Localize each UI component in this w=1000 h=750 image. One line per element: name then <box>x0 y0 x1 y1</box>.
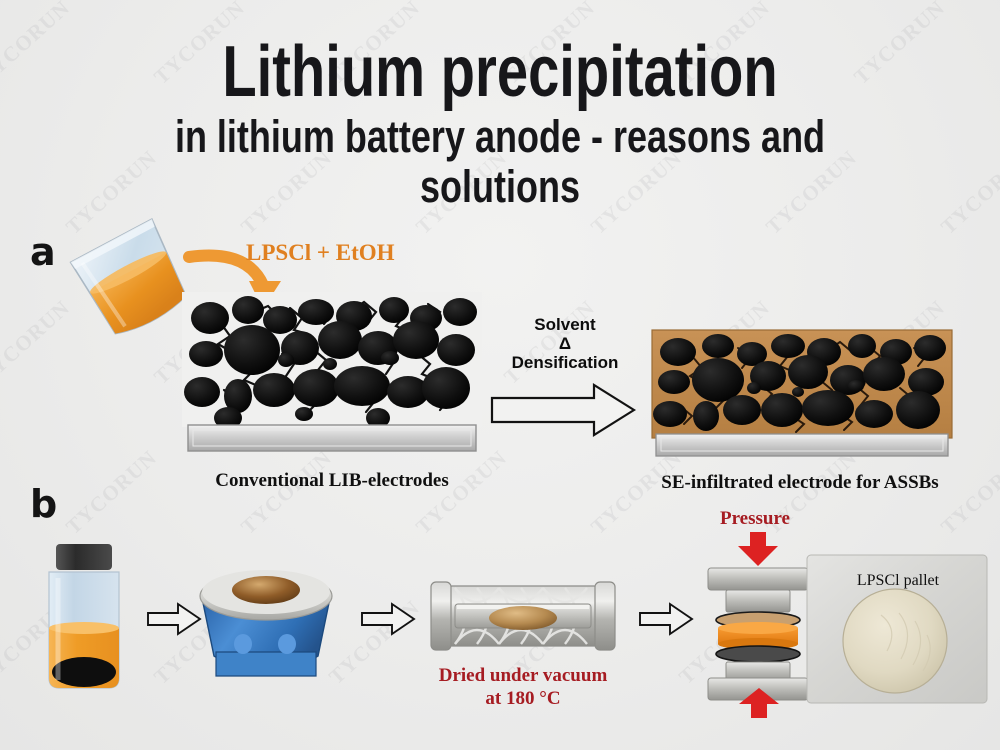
drying-label-line1: Dried under vacuum <box>438 665 608 686</box>
panel-b-letter: b <box>30 482 58 526</box>
drying-label-line2: at 180 °C <box>485 688 561 709</box>
se-infiltrated-electrode-graphic <box>651 329 953 439</box>
lpscl-pellet-photo <box>806 554 988 704</box>
watermark-text: TYCORUN <box>936 745 1000 750</box>
hydraulic-press-graphic <box>700 530 816 701</box>
title-block: Lithium precipitation in lithium battery… <box>0 34 1000 212</box>
se-electrode-caption: SE-infiltrated electrode for ASSBs <box>661 472 939 493</box>
page-subtitle: in lithium battery anode - reasons and s… <box>174 111 826 212</box>
reagent-label: LPSCl + EtOH <box>246 240 395 265</box>
watermark-text: TYCORUN <box>236 745 337 750</box>
process-label-densification: Densification <box>511 353 619 372</box>
watermark-text: TYCORUN <box>236 445 337 539</box>
pellet-mold-graphic <box>186 552 346 682</box>
conventional-electrode-caption: Conventional LIB-electrodes <box>215 470 449 491</box>
step-arrow-1-icon <box>146 602 202 636</box>
beaker-pouring <box>62 217 242 349</box>
reagent-bottle-graphic <box>36 540 132 692</box>
conventional-electrode-graphic <box>182 292 482 429</box>
pellet-photo-label: LPSCl pallet <box>856 572 940 589</box>
panel-a-letter: a <box>30 230 56 274</box>
process-label-solvent: Solvent <box>534 315 596 334</box>
watermark-text: TYCORUN <box>61 745 162 750</box>
watermark-text: TYCORUN <box>586 745 687 750</box>
step-arrow-2-icon <box>360 602 416 636</box>
step-arrow-3-icon <box>638 602 694 636</box>
pressure-label: Pressure <box>719 508 790 529</box>
watermark-text: TYCORUN <box>411 745 512 750</box>
page-title: Lithium precipitation <box>222 32 778 112</box>
process-label-delta: Δ <box>558 334 572 353</box>
densification-arrow-icon <box>490 382 638 438</box>
vacuum-oven-graphic <box>425 578 621 654</box>
watermark-text: TYCORUN <box>411 445 512 539</box>
pressure-arrow-bottom-icon <box>738 688 780 720</box>
current-collector-right <box>655 433 949 457</box>
watermark-text: TYCORUN <box>61 445 162 539</box>
current-collector-left <box>187 424 477 452</box>
watermark-text: TYCORUN <box>761 745 862 750</box>
